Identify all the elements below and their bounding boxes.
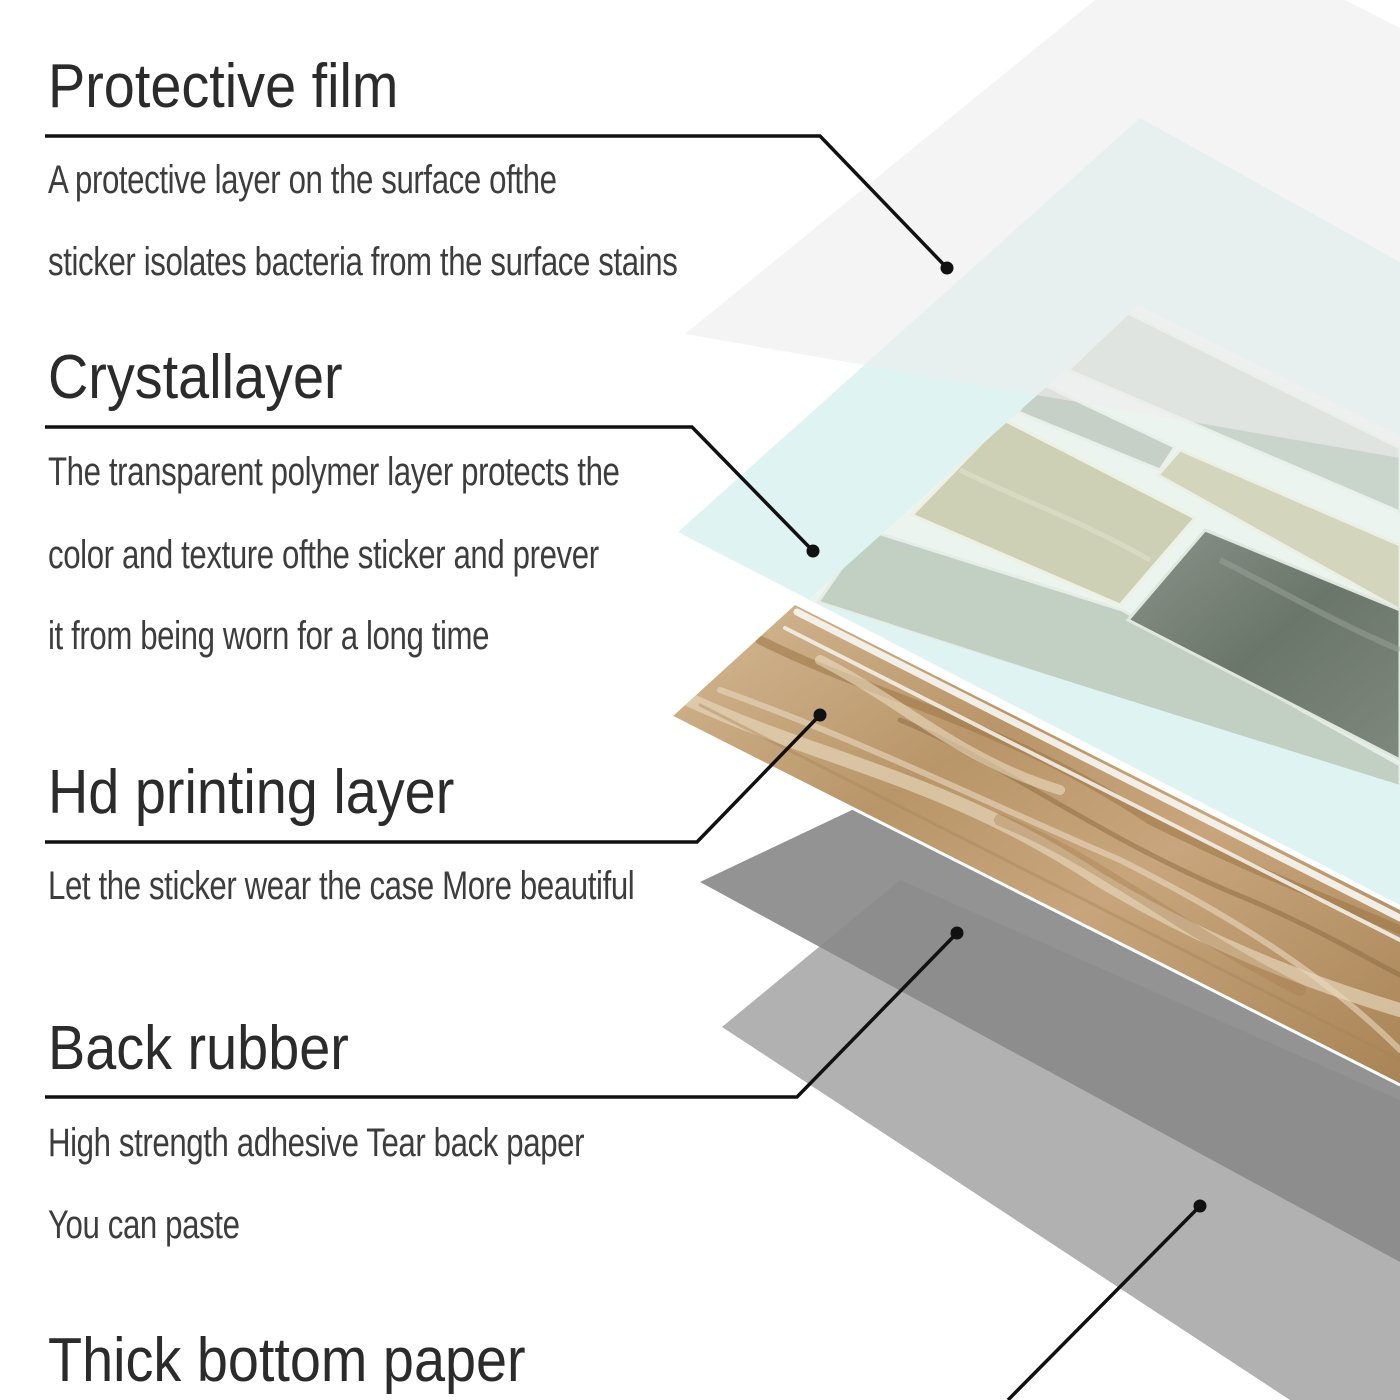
crystal-layer-desc-line-3: it from being worn for a long time <box>48 614 490 658</box>
bottom-paper-title: Thick bottom paper <box>48 1326 526 1395</box>
leader-lines <box>45 134 1202 1400</box>
protective-film-desc-line-1: A protective layer on the surface ofthe <box>48 158 557 202</box>
crystal-layer-desc-line-2: color and texture ofthe sticker and prev… <box>48 533 599 577</box>
hd-printing-title: Hd printing layer <box>48 758 455 827</box>
leader-line-back-rubber <box>45 931 959 1099</box>
leader-line-protective-film <box>45 134 949 270</box>
back-rubber-sheet <box>700 792 1400 1262</box>
bottom-paper-sheet <box>722 880 1400 1400</box>
back-rubber-desc-line-1: High strength adhesive Tear back paper <box>48 1121 585 1165</box>
crystal-layer-title: Crystallayer <box>48 343 343 412</box>
leader-dot-hd-printing <box>813 708 827 722</box>
back-rubber-desc-line-2: You can paste <box>48 1203 240 1247</box>
protective-film-sheet <box>685 0 1400 458</box>
crystal-layer-desc-line-1: The transparent polymer layer protects t… <box>48 450 620 494</box>
protective-film-desc-line-2: sticker isolates bacteria from the surfa… <box>48 240 678 284</box>
leader-dots <box>806 261 1207 1213</box>
leader-dot-crystal-layer <box>806 544 820 558</box>
leader-dot-bottom-paper <box>1193 1199 1207 1213</box>
leader-line-crystal-layer <box>45 425 815 553</box>
back-rubber-title: Back rubber <box>48 1014 349 1083</box>
protective-film-title: Protective film <box>48 52 399 121</box>
leader-dot-protective-film <box>940 261 954 275</box>
leader-line-bottom-paper <box>1006 1204 1202 1400</box>
leader-line-hd-printing <box>45 713 822 844</box>
hd-printing-desc-line-1: Let the sticker wear the case More beaut… <box>48 864 635 908</box>
leader-dot-back-rubber <box>950 926 964 940</box>
hd-printing-sheet <box>671 605 1400 1087</box>
